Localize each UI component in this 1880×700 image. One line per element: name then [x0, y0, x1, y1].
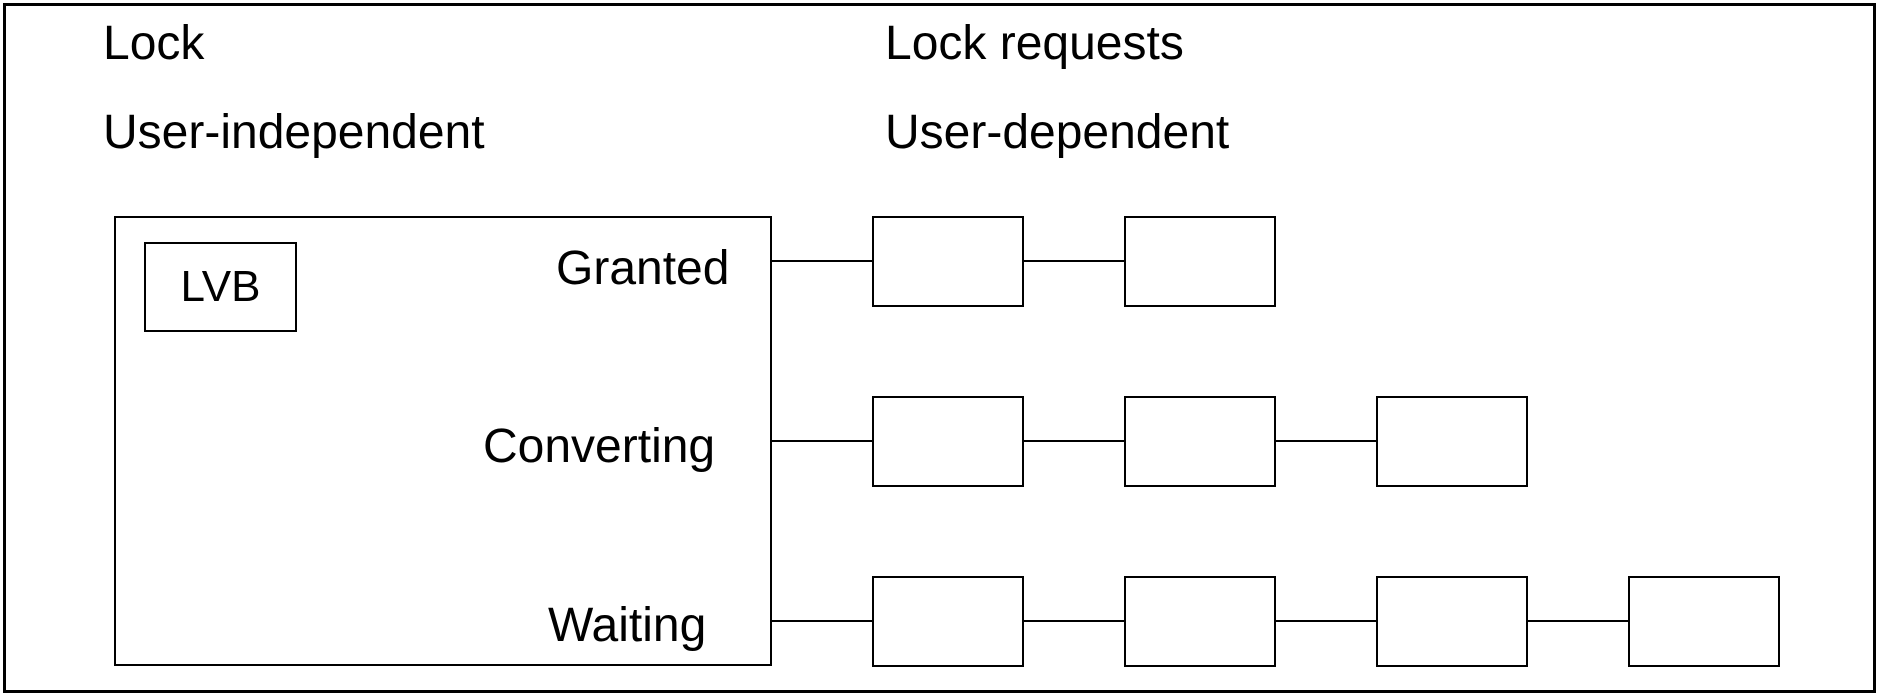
lock-column-subtitle: User-independent	[103, 106, 485, 159]
lvb-label: LVB	[180, 262, 261, 311]
lock-request-box-waiting-2	[1124, 576, 1276, 667]
connector-line-converting-1	[772, 440, 872, 442]
lock-request-box-waiting-1	[872, 576, 1024, 667]
lock-request-box-converting-3	[1376, 396, 1528, 487]
connector-line-waiting-4	[1528, 620, 1628, 622]
queue-label-granted: Granted	[556, 242, 730, 295]
lock-request-box-waiting-4	[1628, 576, 1780, 667]
queue-label-converting: Converting	[483, 420, 716, 473]
queue-label-waiting: Waiting	[548, 599, 707, 652]
connector-line-waiting-2	[1024, 620, 1124, 622]
lock-requests-column-title: Lock requests	[885, 17, 1184, 70]
lock-request-box-granted-1	[872, 216, 1024, 307]
lock-column-title: Lock	[103, 17, 205, 70]
connector-line-granted-2	[1024, 260, 1124, 262]
lock-request-box-converting-2	[1124, 396, 1276, 487]
outer-border	[3, 3, 1876, 693]
connector-line-waiting-3	[1276, 620, 1376, 622]
lock-request-box-waiting-3	[1376, 576, 1528, 667]
connector-line-granted-1	[772, 260, 872, 262]
lvb-box: LVB	[144, 242, 297, 332]
connector-line-waiting-1	[772, 620, 872, 622]
lock-requests-column-subtitle: User-dependent	[885, 106, 1230, 159]
connector-line-converting-3	[1276, 440, 1376, 442]
lock-request-box-converting-1	[872, 396, 1024, 487]
connector-line-converting-2	[1024, 440, 1124, 442]
lock-request-box-granted-2	[1124, 216, 1276, 307]
